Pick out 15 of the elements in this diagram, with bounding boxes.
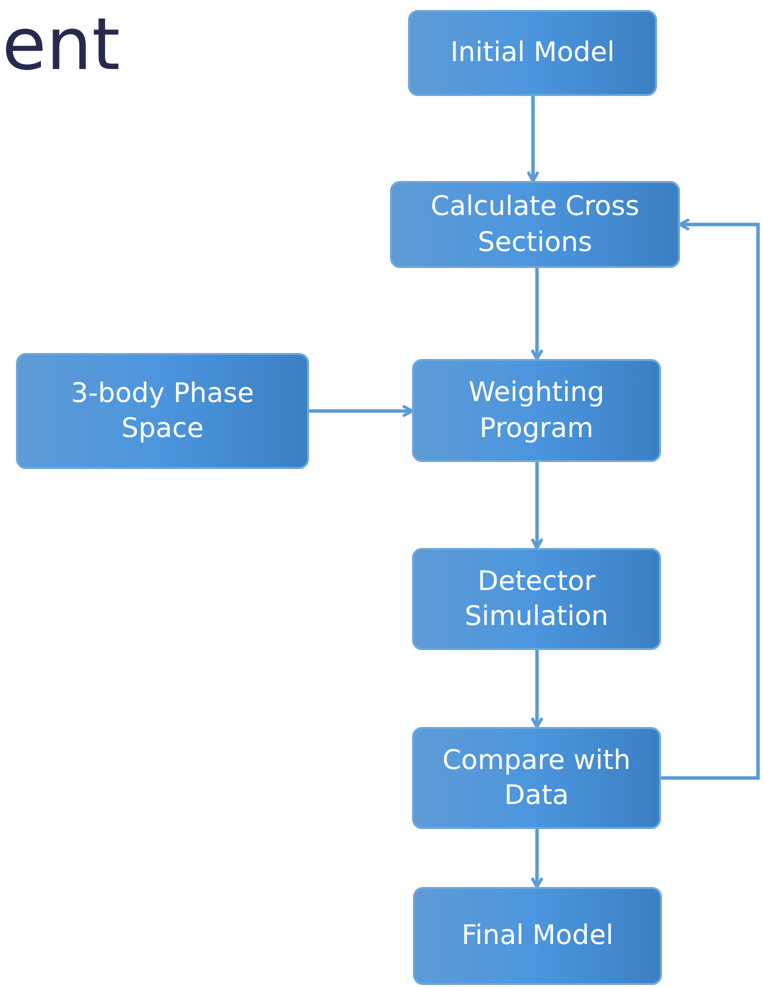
process-box: Weighting Program (412, 359, 661, 462)
arrow (661, 218, 760, 780)
process-box: Detector Simulation (412, 548, 661, 650)
process-box: Calculate Cross Sections (390, 181, 680, 268)
arrow (309, 404, 414, 418)
arrow (526, 96, 540, 182)
arrow (530, 829, 544, 888)
process-box: 3-body Phase Space (16, 353, 309, 469)
process-box: Final Model (413, 887, 662, 985)
process-box: Compare with Data (412, 727, 661, 829)
arrow (530, 462, 544, 550)
title-text: ent (2, 8, 120, 80)
arrow (530, 650, 544, 728)
arrow (530, 268, 544, 360)
process-box: Initial Model (408, 10, 657, 96)
